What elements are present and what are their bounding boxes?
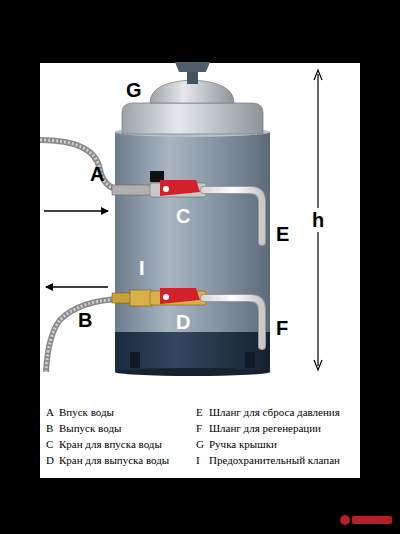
softener-base bbox=[115, 330, 270, 372]
valve-c-screw bbox=[163, 186, 169, 192]
legend-text: Кран для впуска воды bbox=[59, 439, 162, 450]
watermark-logo bbox=[340, 515, 350, 525]
legend-letter: F bbox=[196, 423, 202, 434]
legend-text: Выпуск воды bbox=[59, 423, 121, 434]
white-panel bbox=[40, 63, 360, 478]
hose-e bbox=[204, 190, 262, 242]
outlet-hose-braid bbox=[46, 299, 122, 372]
legend-letter: E bbox=[196, 407, 203, 418]
callout-letter: E bbox=[276, 224, 289, 244]
base-foot bbox=[130, 352, 140, 368]
lid bbox=[122, 103, 263, 134]
callout-letter: I bbox=[139, 258, 145, 278]
legend-text: Впуск воды bbox=[59, 407, 114, 418]
inlet-hose bbox=[40, 140, 120, 190]
legend-letter: G bbox=[196, 439, 204, 450]
hose-f-outline bbox=[204, 298, 262, 346]
outlet-arrow bbox=[46, 286, 108, 288]
base-foot bbox=[245, 352, 255, 368]
legend-letter: C bbox=[46, 439, 53, 450]
valve-d-handle bbox=[160, 288, 200, 304]
safety-valve bbox=[130, 290, 152, 306]
callout-letter: D bbox=[176, 312, 190, 332]
base-bottom bbox=[115, 368, 270, 376]
watermark-logo bbox=[352, 516, 392, 524]
inlet-hose-braid bbox=[40, 140, 120, 190]
valve-c-handle bbox=[160, 180, 200, 196]
height-arrow-top bbox=[314, 70, 322, 80]
legend-text: Ручка крышки bbox=[209, 439, 277, 450]
inlet-arrow bbox=[44, 210, 108, 212]
lid-knob bbox=[175, 62, 210, 72]
callout-letter: B bbox=[78, 310, 92, 330]
hose-f bbox=[204, 298, 262, 346]
legend-text: Шланг для регенерации bbox=[209, 423, 321, 434]
callout-letter: G bbox=[126, 80, 142, 100]
legend-letter: D bbox=[46, 455, 54, 466]
knob-stem bbox=[187, 70, 198, 84]
callout-letter: F bbox=[276, 318, 288, 338]
legend-letter: B bbox=[46, 423, 53, 434]
callout-letter: C bbox=[176, 206, 190, 226]
legend-letter: A bbox=[46, 407, 54, 418]
legend-text: Шланг для сброса давления bbox=[209, 407, 340, 418]
outlet-hose bbox=[46, 299, 122, 372]
legend-letter: I bbox=[196, 455, 200, 466]
hose-e-outline bbox=[204, 190, 262, 242]
legend-text: Предохранительный клапан bbox=[209, 455, 340, 466]
dimension-label: h bbox=[311, 208, 325, 232]
valve-d-screw bbox=[163, 294, 169, 300]
legend-text: Кран для выпуска воды bbox=[59, 455, 169, 466]
callout-letter: A bbox=[90, 164, 104, 184]
inlet-fitting bbox=[112, 185, 152, 195]
height-arrow-bottom bbox=[314, 360, 322, 370]
